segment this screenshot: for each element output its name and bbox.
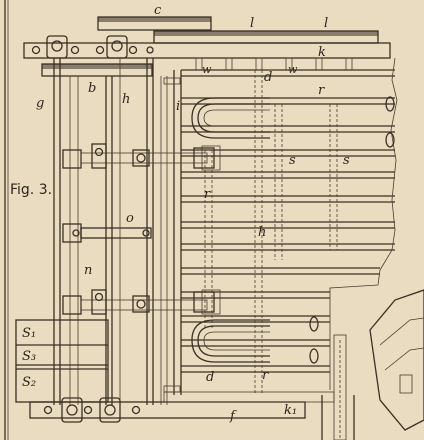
label-d-top: d [264,70,272,85]
loops-upper [191,96,395,148]
label-r-top: r [318,83,325,98]
gear-b-rack [41,63,153,77]
label-d-bottom: d [206,370,214,385]
broken-edge [329,57,398,390]
label-b: b [88,81,96,96]
label-h-mid: h [258,225,266,240]
top-bar [23,42,391,59]
rack-l [153,30,379,44]
label-r-bottom: r [262,368,269,383]
label-h-top: h [122,92,130,107]
horizontal-bars [181,69,395,373]
shaft-lower [62,289,221,315]
label-n: n [84,263,92,278]
gear-c [97,16,212,31]
blocks-s [15,319,109,403]
label-g: g [36,96,44,111]
label-s-left: s [289,153,296,168]
partial-machine-right [369,289,424,431]
chain-partial [321,334,355,440]
label-S1: S₁ [22,326,36,341]
label-l-right: l [324,16,328,31]
label-k1: k₁ [284,403,297,418]
bottom-bar [29,391,335,423]
label-w-right: w [288,63,298,76]
label-r-mid: r [204,187,211,202]
frame-i [163,70,182,395]
label-s-right: s [343,153,350,168]
shaft-upper [62,143,221,171]
label-c: c [154,3,162,18]
top-bar-bosses [46,35,128,59]
shaft-middle-o [62,223,152,243]
label-k: k [318,45,326,60]
label-o: o [126,211,134,226]
pegs-w [195,57,353,71]
label-S2: S₂ [22,375,36,390]
label-w-left: w [202,63,212,76]
label-S3: S₃ [22,349,36,364]
loops-lower [191,316,319,364]
label-f: f [229,409,237,424]
figure-label: Fig. 3. [10,182,52,198]
label-l-left: l [250,16,254,31]
vertical-rods [53,58,168,405]
label-i: i [176,99,180,114]
